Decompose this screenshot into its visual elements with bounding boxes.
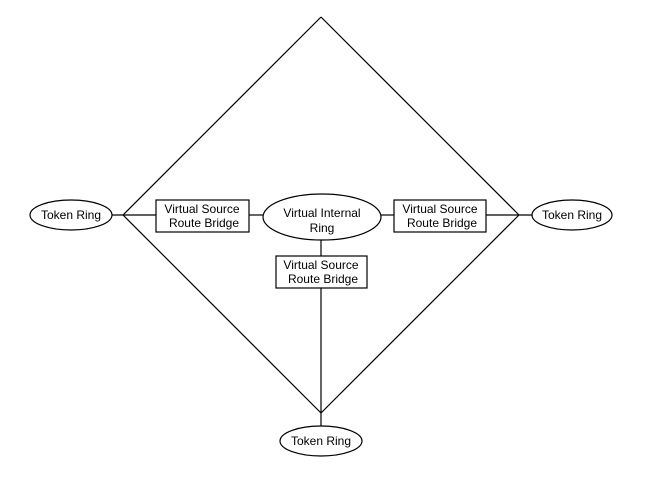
edge-top-to-right xyxy=(320,16,520,216)
node-bottom-token-ring: Token Ring xyxy=(279,425,363,457)
right-token-ring-label: Token Ring xyxy=(542,208,602,222)
token-ring-ellipse xyxy=(279,425,363,457)
bottom-token-ring-label: Token Ring xyxy=(291,434,351,448)
left-token-ring-label: Token Ring xyxy=(41,208,101,222)
left-bridge-label-line2: Route Bridge xyxy=(169,216,239,230)
edge-left-to-bottom xyxy=(122,214,322,414)
bridge-box xyxy=(155,199,250,233)
bottom-bridge-label-line1: Virtual Source xyxy=(283,258,358,272)
node-right-bridge: Virtual Source Route Bridge xyxy=(393,199,487,233)
edge-left-to-top xyxy=(122,16,322,216)
right-bridge-label-line1: Virtual Source xyxy=(402,202,477,216)
edge-right-to-bottom xyxy=(320,214,520,414)
node-left-token-ring: Token Ring xyxy=(29,199,113,231)
internal-ring-label-line2: Ring xyxy=(310,221,335,235)
left-bridge-label-line1: Virtual Source xyxy=(164,202,239,216)
token-ring-ellipse xyxy=(531,199,613,231)
token-ring-ellipse xyxy=(29,199,113,231)
node-left-bridge: Virtual Source Route Bridge xyxy=(155,199,250,233)
node-bottom-bridge: Virtual Source Route Bridge xyxy=(275,255,368,289)
internal-ring-label-line1: Virtual Internal xyxy=(283,206,360,220)
node-virtual-internal-ring: Virtual Internal Ring xyxy=(262,193,382,241)
bridge-box xyxy=(393,199,487,233)
right-bridge-label-line2: Route Bridge xyxy=(407,216,477,230)
bridge-box xyxy=(275,255,368,289)
node-right-token-ring: Token Ring xyxy=(531,199,613,231)
internal-ring-ellipse xyxy=(262,193,382,241)
bottom-bridge-label-line2: Route Bridge xyxy=(288,272,358,286)
